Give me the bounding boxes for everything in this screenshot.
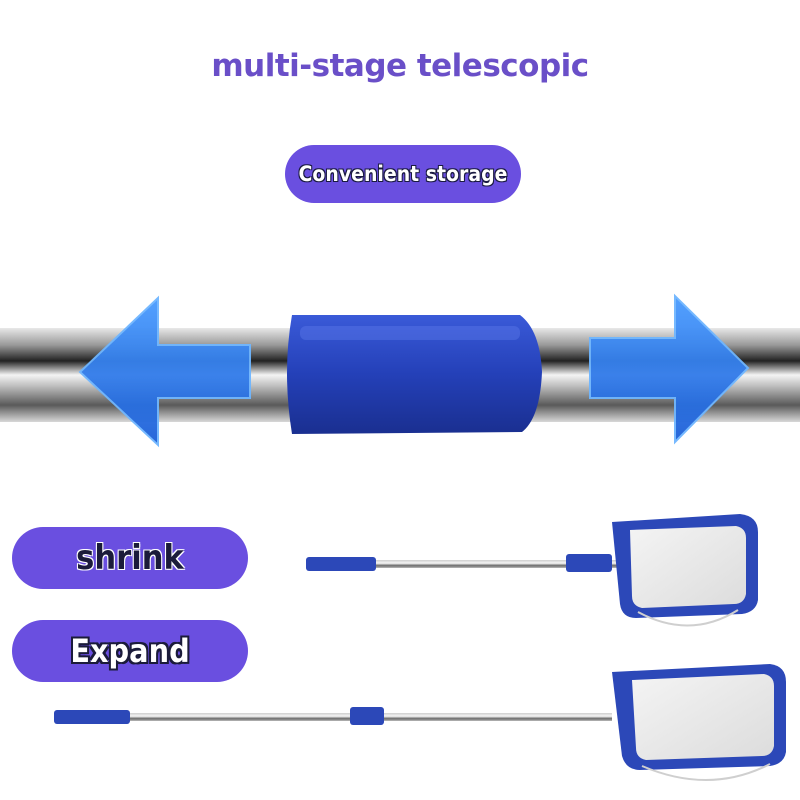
left-arrow-icon <box>78 295 251 448</box>
blue-collar <box>287 315 542 434</box>
expand-badge: Expand <box>12 620 248 682</box>
shrink-badge: shrink <box>12 527 248 589</box>
page-title: multi-stage telescopic <box>211 48 589 84</box>
expand-skimmer <box>54 664 786 781</box>
storage-badge: Convenient storage <box>285 145 521 203</box>
right-arrow-icon <box>589 293 750 445</box>
shrink-skimmer <box>306 514 758 627</box>
